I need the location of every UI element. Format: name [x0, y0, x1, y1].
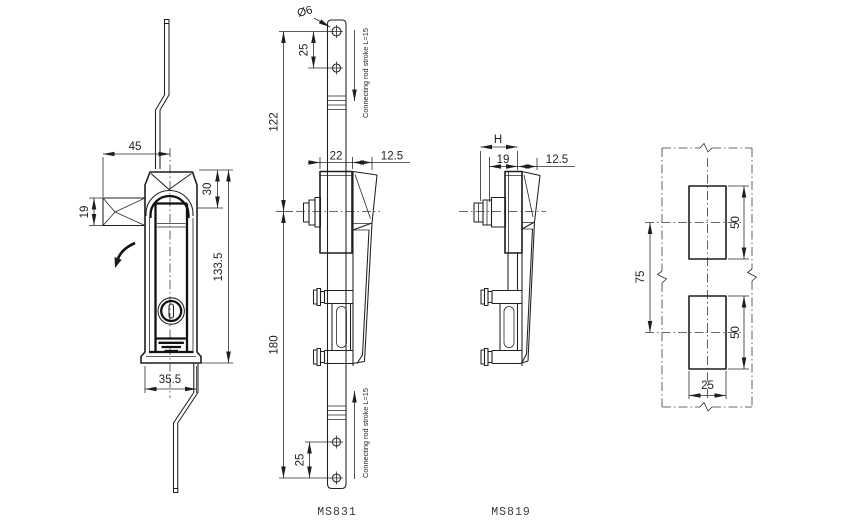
dim-25-cutout-label: 25: [701, 380, 714, 392]
caption-ms819: MS819: [491, 506, 531, 519]
front-view: 45 19 30 133.5 35.5: [79, 18, 233, 494]
dim-35-5-label: 35.5: [159, 374, 181, 386]
dim-H-label: H: [494, 134, 502, 146]
dim-19: 19: [79, 197, 103, 226]
dim-12-5-ms819-label: 12.5: [546, 154, 568, 166]
ms831-lower-bracket: [312, 347, 353, 367]
dim-25-bottom: 25: [295, 441, 331, 478]
dim-180: 180: [269, 211, 331, 479]
dim-19-ms819-label: 19: [497, 154, 510, 166]
dim-22-label: 22: [330, 151, 343, 163]
dim-22: 22: [308, 151, 353, 169]
dim-133-5: 133.5: [199, 170, 233, 364]
dim-25-top: 25: [299, 31, 331, 69]
cutout-panel-border: [656, 142, 758, 412]
dim-dia6-label: Ø6: [296, 4, 314, 20]
dim-45-label: 45: [129, 141, 142, 153]
dim-50-bottom-label: 50: [730, 326, 742, 339]
caption-ms831: MS831: [317, 506, 357, 519]
dim-122-label: 122: [269, 112, 281, 131]
stroke-label-bottom: Connecting rod stroke L=15: [361, 388, 370, 478]
ms831-rod: [326, 19, 347, 490]
dim-50-top: 50: [728, 185, 749, 260]
front-top-notch: [150, 173, 192, 191]
dim-45: 45: [102, 141, 170, 197]
dim-75-label: 75: [635, 271, 647, 284]
dim-133-5-label: 133.5: [213, 253, 225, 282]
front-recess: [154, 202, 189, 351]
dim-75: 75: [635, 222, 653, 333]
front-rotation-arrow: [114, 241, 136, 268]
dim-30: 30: [197, 169, 233, 209]
dim-122: 122: [269, 31, 331, 212]
cutout-view: 50 50 75 25: [635, 142, 758, 412]
ms831-upper-bracket: [312, 287, 353, 307]
dim-180-label: 180: [269, 335, 281, 354]
dim-50-bottom: 50: [728, 295, 749, 370]
side-view-ms831: Ø6 25 122 180 25 2: [269, 4, 410, 519]
front-ridges: [156, 337, 187, 353]
dim-25-top-label: 25: [299, 44, 311, 57]
ms819-body: [473, 170, 541, 367]
front-key: [102, 197, 146, 227]
dim-25-bottom-label: 25: [295, 454, 307, 467]
stroke-label-top: Connecting rod stroke L=15: [361, 28, 370, 118]
stroke-annotation-bottom: Connecting rod stroke L=15: [352, 388, 370, 479]
dim-12-5-ms831-label: 12.5: [381, 151, 403, 163]
dim-12-5-ms831: 12.5: [352, 151, 410, 170]
ms819-upper-bracket: [480, 287, 522, 307]
front-bottom-rod: [172, 363, 199, 494]
dim-30-label: 30: [202, 183, 214, 196]
dim-19-ms819: 19: [489, 154, 518, 202]
stroke-annotation-top: Connecting rod stroke L=15: [352, 28, 370, 118]
dim-12-5-ms819: 12.5: [518, 154, 575, 170]
ms831-body: [302, 170, 378, 367]
dim-dia6: Ø6: [296, 4, 331, 28]
dim-50-top-label: 50: [730, 216, 742, 229]
front-handle-arch-outer: [145, 190, 194, 216]
dim-25-cutout: 25: [688, 371, 727, 399]
dim-19-label: 19: [79, 206, 91, 219]
cutout-hole-bottom: [688, 295, 727, 370]
dim-35-5: 35.5: [144, 366, 197, 393]
front-keyhole: [157, 297, 185, 325]
front-top-rod: [154, 18, 170, 169]
cutout-hole-top: [688, 185, 727, 260]
dim-H: H: [480, 134, 518, 201]
ms819-lower-bracket: [480, 347, 522, 367]
side-view-ms819: H 19 12.5 MS819: [459, 134, 575, 519]
